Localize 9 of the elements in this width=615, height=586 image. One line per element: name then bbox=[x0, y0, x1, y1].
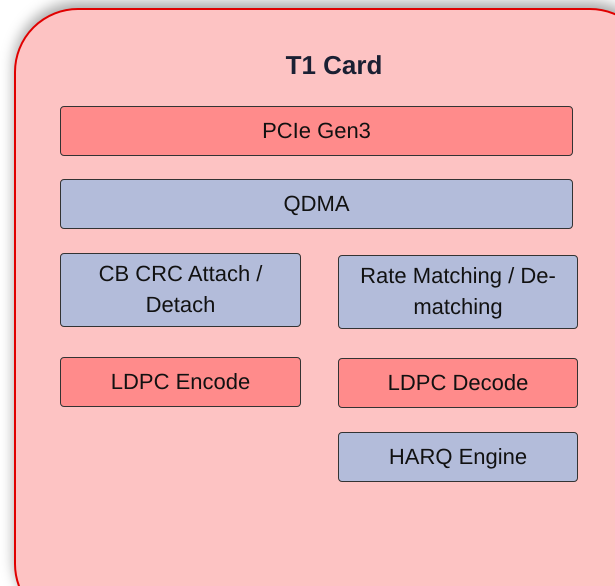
module-block: PCIe Gen3 bbox=[60, 106, 573, 156]
module-block: HARQ Engine bbox=[338, 432, 578, 482]
module-block: LDPC Encode bbox=[60, 357, 301, 407]
module-block: LDPC Decode bbox=[338, 358, 578, 408]
module-block: CB CRC Attach / Detach bbox=[60, 253, 301, 327]
card-title: T1 Card bbox=[284, 50, 384, 81]
card-background bbox=[14, 8, 615, 586]
module-block: QDMA bbox=[60, 179, 573, 229]
module-block: Rate Matching / De-matching bbox=[338, 255, 578, 329]
